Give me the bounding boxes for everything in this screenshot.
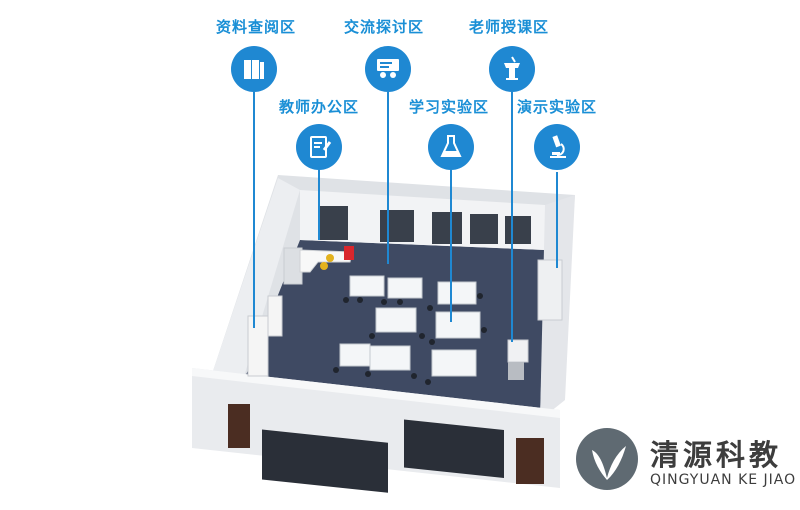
- room-structure: [192, 175, 575, 493]
- zone-label-teacher-office: 教师办公区: [279, 98, 360, 116]
- brand-name-cn: 清源科教: [650, 438, 783, 472]
- podium-icon: [489, 46, 535, 92]
- zone-label-study-lab: 学习实验区: [409, 98, 490, 116]
- zone-label-demo-lab: 演示实验区: [517, 98, 598, 116]
- discussion-icon: [365, 46, 411, 92]
- brand-mark-icon: [576, 428, 638, 490]
- flask-icon: [428, 124, 474, 170]
- books-icon: [231, 46, 277, 92]
- brand-logo: 清源科教 QINGYUAN KE JIAO: [572, 424, 798, 506]
- lab-chairs: [333, 293, 487, 385]
- zone-label-teacher-lecture: 老师授课区: [469, 18, 550, 36]
- microscope-icon: [534, 124, 580, 170]
- brand-name-en: QINGYUAN KE JIAO: [650, 472, 797, 488]
- lab-desks: [339, 275, 481, 377]
- zone-label-discussion: 交流探讨区: [344, 18, 425, 36]
- leader-lines: [253, 92, 558, 342]
- notepad-icon: [296, 124, 342, 170]
- zone-label-data-reading: 资料查阅区: [216, 18, 297, 36]
